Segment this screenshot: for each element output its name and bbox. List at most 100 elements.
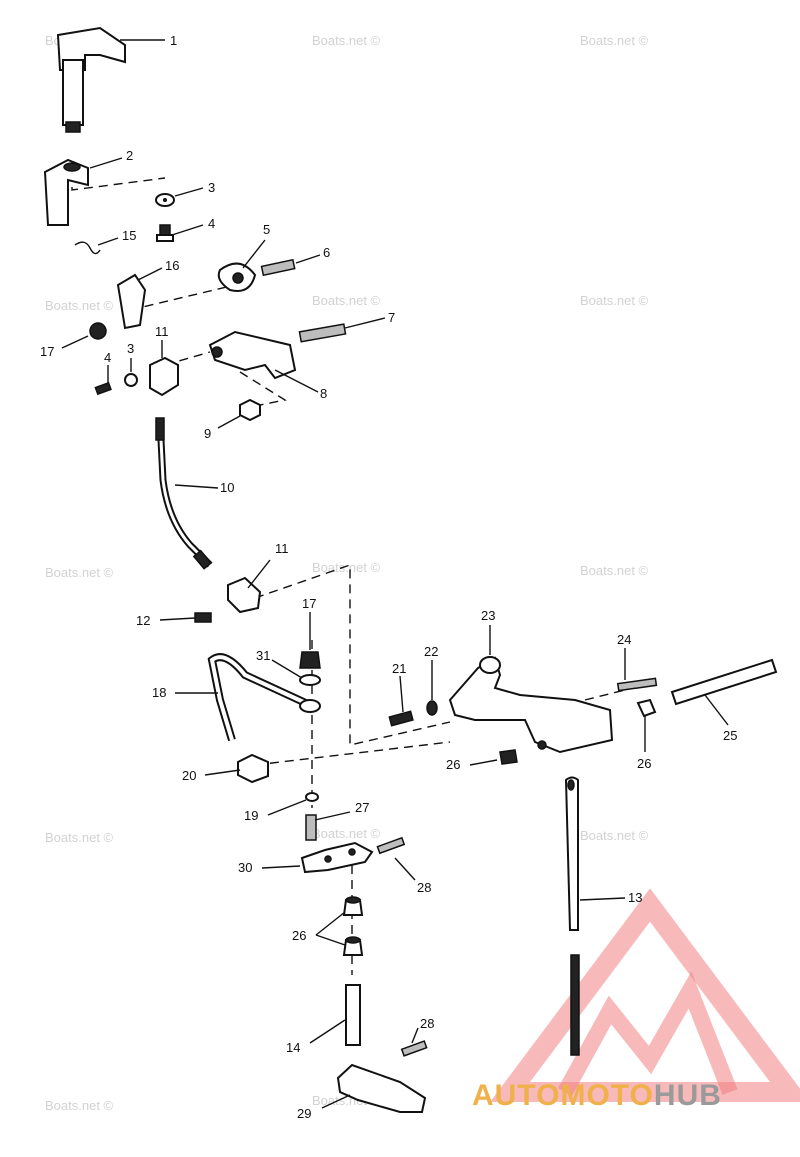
callout-number: 20 [182,768,196,783]
part-14-shaft [345,984,361,1046]
callout-number: 11 [275,541,289,556]
part-2-shift-lever [43,158,89,226]
callout-numbers: 1 2 3 4 15 5 6 16 17 11 4 3 7 8 9 10 11 … [40,33,737,1121]
watermark: Boats.net © [580,293,649,308]
part-22-washer [426,700,438,716]
part-26-bushing [499,749,518,765]
callout-number: 14 [286,1040,300,1055]
leader-lines [61,39,729,1109]
callout-number: 7 [388,310,395,325]
callout-number: 8 [320,386,327,401]
callout-number: 12 [136,613,150,628]
part-9-nut [239,398,261,422]
part-1-shift-shaft [56,26,126,133]
callout-number: 1 [170,33,177,48]
callout-number: 11 [155,324,169,339]
callout-number: 30 [238,860,252,875]
callout-number: 2 [126,148,133,163]
part-30-lever [300,841,374,874]
part-6-stud [260,258,296,277]
part-19-washer [305,792,319,802]
part-26-bushing [342,896,364,916]
part-4-screw [156,224,174,242]
part-11-connector [149,356,179,397]
watermark: Boats.net © [312,293,381,308]
callout-number: 19 [244,808,258,823]
part-5-spring [217,262,257,292]
callout-number: 29 [297,1106,311,1121]
part-31-washer [299,674,321,686]
part-13-shift-link [564,776,580,1056]
part-26-bushing [342,936,364,956]
part-28-pin [400,1040,428,1057]
callout-number: 26 [446,757,460,772]
callout-number: 13 [628,890,642,905]
callout-number: 3 [127,341,134,356]
watermark: Boats.net © [45,298,114,313]
watermark: Boats.net © [580,33,649,48]
watermark: Boats.net © [580,563,649,578]
watermark: Boats.net © [45,1098,114,1113]
watermark: Boats.net © [45,830,114,845]
callout-number: 24 [617,632,631,647]
callout-number: 16 [165,258,179,273]
part-17-nut [89,322,107,340]
part-23-housing [448,656,614,754]
part-10-link-rod [155,417,213,570]
callout-number: 28 [417,880,431,895]
part-3-washer [155,193,175,207]
part-28-pin [376,836,406,855]
part-12-screw [194,612,212,623]
part-25-rod [670,658,778,706]
part-26-bushing [636,698,657,718]
logo-m-icon [557,971,738,1096]
watermark: Boats.net © [580,828,649,843]
logo-triangle-icon [490,888,800,1102]
callout-number: 22 [424,644,438,659]
part-20-connector [237,753,269,784]
watermark: Boats.net © [312,33,381,48]
callout-number: 3 [208,180,215,195]
dashed-line [129,284,236,311]
callout-number: 4 [104,350,111,365]
part-24-pin [616,677,658,692]
dashed-line [584,689,626,701]
part-7-stud [298,323,347,343]
callout-number: 27 [355,800,369,815]
part-27-stud [305,814,317,841]
automotohub-logo: AUTOMOTOHUB [472,888,800,1112]
part-16-cam [116,273,147,330]
part-8-bracket [208,330,297,380]
watermark: Boats.net © [45,565,114,580]
callout-number: 4 [208,216,215,231]
callout-number: 21 [392,661,406,676]
callout-number: 5 [263,222,270,237]
callout-number: 10 [220,480,234,495]
part-17-nut [299,651,321,669]
callout-number: 9 [204,426,211,441]
callout-number: 26 [292,928,306,943]
callout-number: 25 [723,728,737,743]
part-29-shift-cam [336,1063,427,1113]
watermark: Boats.net © [312,560,381,575]
callout-number: 31 [256,648,270,663]
callout-number: 15 [122,228,136,243]
callout-number: 26 [637,756,651,771]
watermark: Boats.net © [312,826,381,841]
callout-number: 28 [420,1016,434,1031]
part-15-clip [74,241,101,255]
callout-number: 23 [481,608,495,623]
callout-number: 18 [152,685,166,700]
callout-number: 6 [323,245,330,260]
part-21-bolt [388,710,414,727]
part-18-shift-rod [207,653,321,742]
part-3-washer [124,373,138,387]
dashed-line [254,564,451,746]
logo-text: AUTOMOTOHUB [472,1079,722,1112]
part-4-screw [94,381,112,396]
callout-number: 17 [302,596,316,611]
dashed-line [254,741,451,766]
part-11-connector [227,576,262,614]
